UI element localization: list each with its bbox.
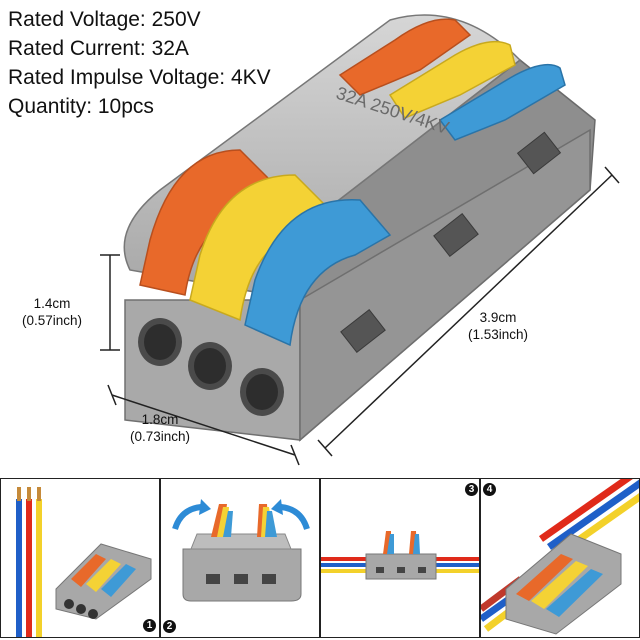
width-dimension-label: 1.8cm (0.73inch) xyxy=(130,412,190,446)
installation-steps: 1 xyxy=(0,478,640,640)
step-badge-4: 4 xyxy=(483,483,496,496)
height-dimension-label: 1.4cm (0.57inch) xyxy=(22,296,82,330)
step-badge-1: 1 xyxy=(143,619,156,632)
step-panel-2 xyxy=(160,478,320,638)
length-dimension-label: 3.9cm (1.53inch) xyxy=(468,310,528,344)
wire-entry-holes xyxy=(138,318,284,416)
width-inch: (0.73inch) xyxy=(130,428,191,444)
length-cm: 3.9cm xyxy=(479,310,517,325)
step-panel-4: 4 xyxy=(480,478,640,638)
spec-rated-voltage: Rated Voltage: 250V xyxy=(8,8,201,31)
dimension-lines xyxy=(100,166,620,466)
step-badge-3: 3 xyxy=(465,483,478,496)
height-cm: 1.4cm xyxy=(33,296,71,311)
spec-impulse-voltage: Rated Impulse Voltage: 4KV xyxy=(8,66,271,89)
height-inch: (0.57inch) xyxy=(22,312,83,328)
step-panel-3: 3 xyxy=(320,478,480,638)
step-panel-1: 1 xyxy=(0,478,160,638)
spec-quantity: Quantity: 10pcs xyxy=(8,95,154,118)
connector-product-illustration: 32A 250V/4KV xyxy=(100,14,620,466)
width-cm: 1.8cm xyxy=(141,412,179,427)
spec-rated-current: Rated Current: 32A xyxy=(8,37,189,60)
length-inch: (1.53inch) xyxy=(468,326,529,342)
step-badge-2: 2 xyxy=(163,620,176,633)
